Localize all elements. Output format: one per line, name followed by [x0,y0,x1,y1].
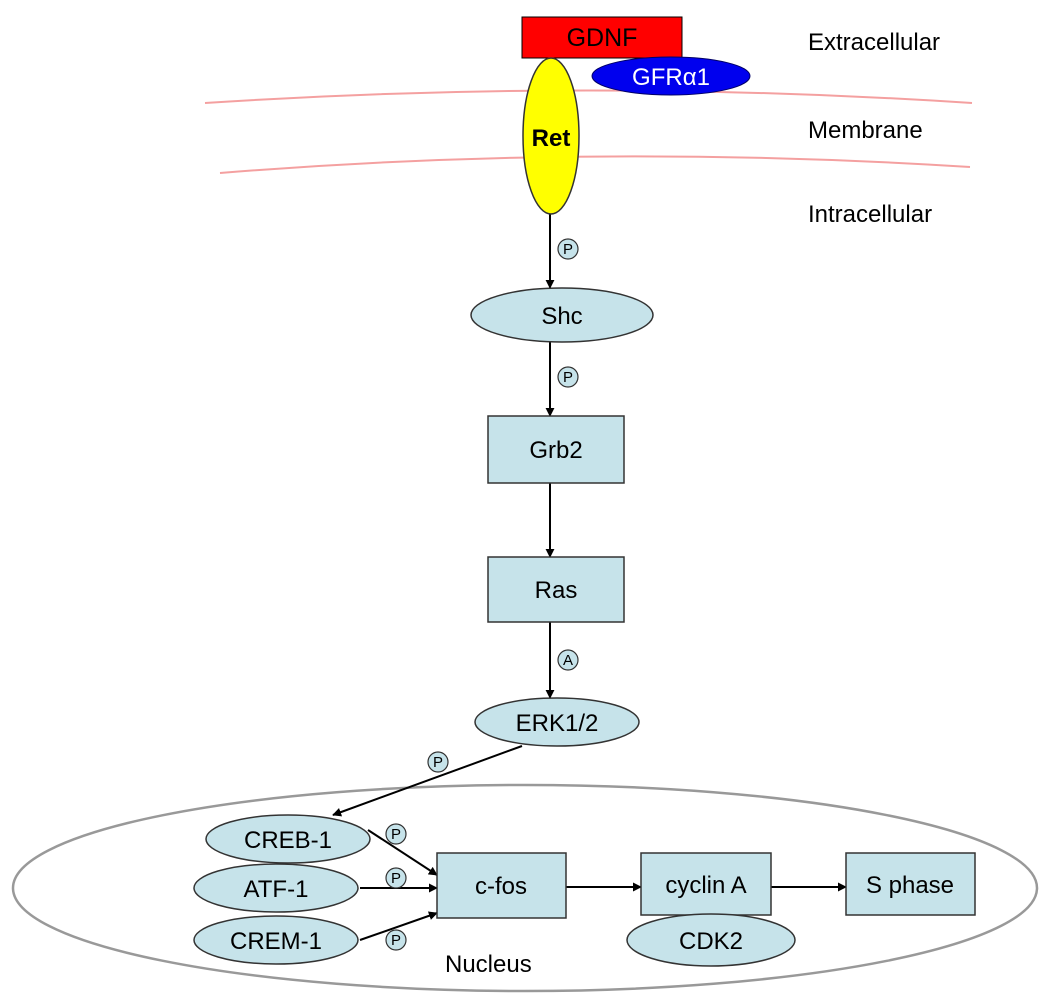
cfos-label: c-fos [475,873,527,900]
svg-text:P: P [391,932,401,949]
erk-node [474,697,640,747]
svg-text:A: A [563,652,573,669]
region-label-intracellular: Intracellular [808,201,932,228]
grb2-node [487,415,625,484]
gdnf-label: GDNF [567,24,638,52]
crem1-node [193,915,359,965]
phospho-marker-creb1-cfos: P [385,823,407,845]
phospho-marker-atf1-cfos: P [385,867,407,889]
svg-text:P: P [433,754,443,771]
edge-erk-creb1 [332,745,523,817]
edge-creb1-cfos [367,829,438,876]
nucleus-outline [11,783,1039,993]
cdk2-label: CDK2 [679,928,743,955]
svg-text:P: P [391,870,401,887]
grb2-label: Grb2 [529,437,582,464]
shc-label: Shc [541,303,582,330]
edge-crem1-cfos [359,911,438,941]
region-label-membrane: Membrane [808,117,923,144]
creb1-label: CREB-1 [244,827,332,854]
ras-label: Ras [535,577,578,604]
activation-marker-ras-erk: A [557,649,579,671]
erk-label: ERK1/2 [516,710,599,737]
cdk2-node [626,913,796,967]
svg-text:P: P [563,369,573,386]
cyclin-a-label: cyclin A [665,872,746,899]
s-phase-node [845,852,976,916]
s-phase-label: S phase [866,872,954,899]
cyclin-a-node [640,852,772,916]
svg-text:P: P [563,241,573,258]
membrane-inner-line [219,155,971,174]
atf1-label: ATF-1 [244,876,309,903]
cfos-node [436,852,567,919]
membrane-outer-line [204,89,973,104]
phospho-marker-ret-shc: P [557,238,579,260]
gdnf-ligand [521,16,683,59]
creb1-node [205,814,371,864]
gfra1-label: GFRα1 [632,64,710,91]
region-label-extracellular: Extracellular [808,29,940,56]
gfra1-coreceptor [591,56,751,96]
phospho-marker-erk-creb1: P [427,751,449,773]
phospho-marker-shc-grb2: P [557,366,579,388]
ret-label: Ret [532,125,571,152]
ret-receptor [522,57,580,215]
svg-text:P: P [391,826,401,843]
phospho-marker-crem1-cfos: P [385,929,407,951]
shc-node [470,287,654,343]
ras-node [487,556,625,623]
atf1-node [193,863,359,913]
region-label-nucleus: Nucleus [445,951,532,978]
crem1-label: CREM-1 [230,928,322,955]
